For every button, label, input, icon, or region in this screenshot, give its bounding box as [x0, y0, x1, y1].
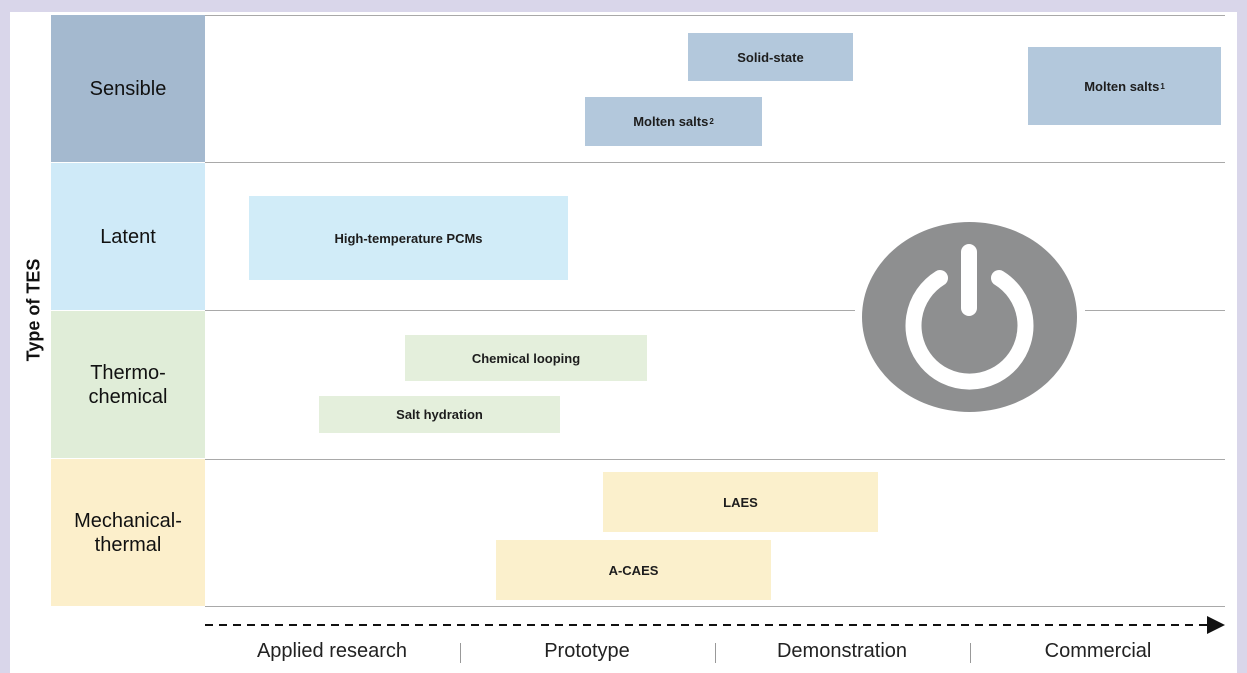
stage-axis-arrow	[205, 616, 1225, 634]
tech-laes: LAES	[603, 472, 878, 532]
stage-separator	[460, 643, 461, 663]
category-mechanical-line1: Mechanical-	[74, 509, 182, 532]
category-thermochemical-line1: Thermo-	[90, 361, 166, 384]
tech-chemical-looping-label: Chemical looping	[471, 350, 581, 366]
tech-high-temperature-pcms-label: High-temperature PCMs	[334, 230, 483, 246]
row-divider	[205, 606, 1225, 607]
category-sensible: Sensible	[51, 15, 205, 162]
row-divider	[205, 459, 1225, 460]
stage-demonstration: Demonstration	[776, 640, 908, 662]
tech-a-caes-label: A-CAES	[608, 562, 659, 578]
tech-molten-salts-2-label: Molten salts	[633, 114, 709, 129]
category-latent-label: Latent	[100, 225, 156, 248]
row-divider	[205, 310, 855, 311]
tech-a-caes: A-CAES	[496, 540, 771, 600]
tech-solid-state-label: Solid-state	[737, 49, 804, 65]
tech-molten-salts-1-label: Molten salts	[1084, 78, 1160, 94]
tech-salt-hydration: Salt hydration	[319, 396, 560, 433]
power-button-icon-circle[interactable]	[862, 222, 1077, 412]
tech-salt-hydration-label: Salt hydration	[396, 407, 483, 422]
tech-high-temperature-pcms: High-temperature PCMs	[249, 196, 568, 280]
stage-separator	[970, 643, 971, 663]
category-latent: Latent	[51, 163, 205, 310]
category-mechanical-line2: thermal	[94, 533, 162, 556]
stage-separator	[715, 643, 716, 663]
tech-chemical-looping: Chemical looping	[405, 335, 647, 381]
row-divider	[205, 15, 1225, 16]
category-thermochemical-line2: chemical	[88, 385, 168, 408]
stage-commercial: Commercial	[1044, 640, 1152, 662]
tech-laes-label: LAES	[723, 494, 758, 510]
category-mechanical: Mechanical- thermal	[51, 459, 205, 606]
category-thermochemical: Thermo- chemical	[51, 311, 205, 458]
footnote-2: 2	[709, 117, 714, 126]
stage-applied-research: Applied research	[256, 640, 408, 662]
category-sensible-label: Sensible	[89, 77, 167, 100]
tech-solid-state: Solid-state	[688, 33, 853, 81]
row-divider	[205, 162, 1225, 163]
footnote-1: 1	[1160, 81, 1165, 91]
power-icon	[905, 244, 1034, 390]
row-divider	[1085, 310, 1225, 311]
stage-prototype: Prototype	[544, 640, 630, 662]
axis-title: Type of TES	[23, 258, 44, 362]
